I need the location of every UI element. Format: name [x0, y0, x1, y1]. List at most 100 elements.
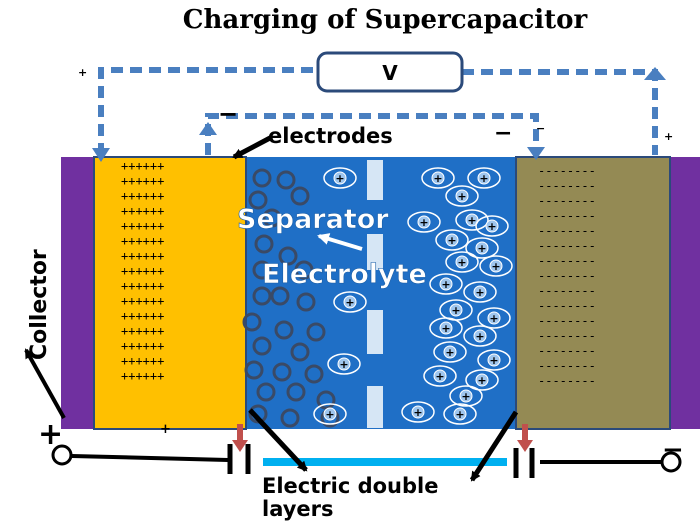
edl-label-line1: Electric double [262, 474, 438, 498]
voltmeter-label: V [382, 61, 398, 85]
cation-core [473, 285, 487, 299]
electrolyte-label: Electrolyte [262, 259, 427, 290]
cation-sign: + [339, 358, 348, 371]
cation [333, 291, 367, 313]
edl-arrow-right [469, 410, 519, 482]
cation-sign: + [413, 406, 422, 419]
inner-minus-sign-right: − [494, 121, 512, 146]
cation [465, 237, 499, 259]
cation-core [453, 407, 467, 421]
anion [286, 382, 306, 402]
separator-label: Separator [237, 204, 389, 235]
cation-sign: + [467, 214, 476, 227]
cation-sign: + [335, 172, 344, 185]
cation-core [455, 189, 469, 203]
anion [296, 292, 316, 312]
cation-sign: + [419, 216, 428, 229]
anion [304, 364, 324, 384]
cation-sign: + [433, 172, 442, 185]
cation [401, 401, 435, 423]
cation [463, 325, 497, 347]
positive-charge-row: ++++++ [121, 354, 164, 368]
cation-sign: + [325, 408, 334, 421]
negative-wire-sign: + [664, 130, 673, 143]
anion [280, 408, 300, 428]
negative-charge-row: -------- [538, 164, 596, 178]
anion [244, 360, 264, 380]
cation-sign: + [489, 354, 498, 367]
negative-charge-row: -------- [538, 224, 596, 238]
negative-electrode [515, 156, 671, 430]
cation-core [473, 329, 487, 343]
anion [252, 336, 272, 356]
cation [465, 369, 499, 391]
wire-arrowheads [92, 67, 666, 162]
anion [252, 260, 272, 280]
cation [479, 255, 513, 277]
cation [475, 215, 509, 237]
positive-charge-row: ++++++ [121, 264, 164, 278]
anion [276, 170, 296, 190]
positive-charge-row: ++++++ [121, 369, 164, 383]
cation-sign: + [489, 312, 498, 325]
electrode-bottom-plus: + [160, 422, 171, 437]
cation-sign: + [441, 322, 450, 335]
right-capacitor-symbol [513, 448, 535, 478]
negative-charge-row: -------- [538, 269, 596, 283]
anion-cloud [242, 168, 340, 428]
cation-core [439, 321, 453, 335]
anion [252, 168, 272, 188]
negative-terminal [660, 451, 682, 473]
left-collector [61, 157, 94, 429]
edl-arrow-left [248, 408, 308, 472]
cation-core [411, 405, 425, 419]
anion [272, 362, 292, 382]
cation-core [443, 345, 457, 359]
cation-sign: + [475, 286, 484, 299]
voltmeter [316, 51, 464, 93]
cation-sign: + [435, 370, 444, 383]
cation-core [487, 311, 501, 325]
cation-core [487, 353, 501, 367]
cation [327, 353, 361, 375]
anion [254, 234, 274, 254]
positive-charge-row: ++++++ [121, 324, 164, 338]
positive-charge-row: ++++++ [121, 189, 164, 203]
positive-charge-row: ++++++ [121, 279, 164, 293]
cation [433, 341, 467, 363]
right-collector [670, 157, 700, 429]
cation-sign: + [441, 278, 450, 291]
collector-label: Collector [27, 249, 52, 360]
cation-core [477, 171, 491, 185]
cation-core [485, 219, 499, 233]
negative-charge-row: -------- [538, 329, 596, 343]
negative-charge-row: -------- [538, 179, 596, 193]
cation [429, 273, 463, 295]
anion [252, 286, 272, 306]
anion [256, 382, 276, 402]
anion [294, 260, 314, 280]
negative-charge-row: -------- [538, 209, 596, 223]
negative-charge-row: -------- [538, 254, 596, 268]
cation-core [475, 241, 489, 255]
cation [443, 403, 477, 425]
negative-charge-row: -------- [538, 239, 596, 253]
cation-sign: + [479, 172, 488, 185]
cation-core [489, 259, 503, 273]
separator-arrow [317, 233, 363, 251]
cation-sign: + [461, 390, 470, 403]
bottom-wire-left [71, 454, 229, 462]
cation-sign: + [457, 256, 466, 269]
cation-core [449, 303, 463, 317]
cation [445, 185, 479, 207]
cation [421, 167, 455, 189]
cation-core [323, 407, 337, 421]
cation-sign: + [457, 190, 466, 203]
inner-minus-sign: − [218, 100, 238, 128]
electrodes-label: electrodes [268, 124, 393, 148]
negative-charge-row: -------- [538, 284, 596, 298]
cation-core [465, 213, 479, 227]
cation [313, 403, 347, 425]
cation-core [433, 369, 447, 383]
positive-charge-row: ++++++ [121, 204, 164, 218]
